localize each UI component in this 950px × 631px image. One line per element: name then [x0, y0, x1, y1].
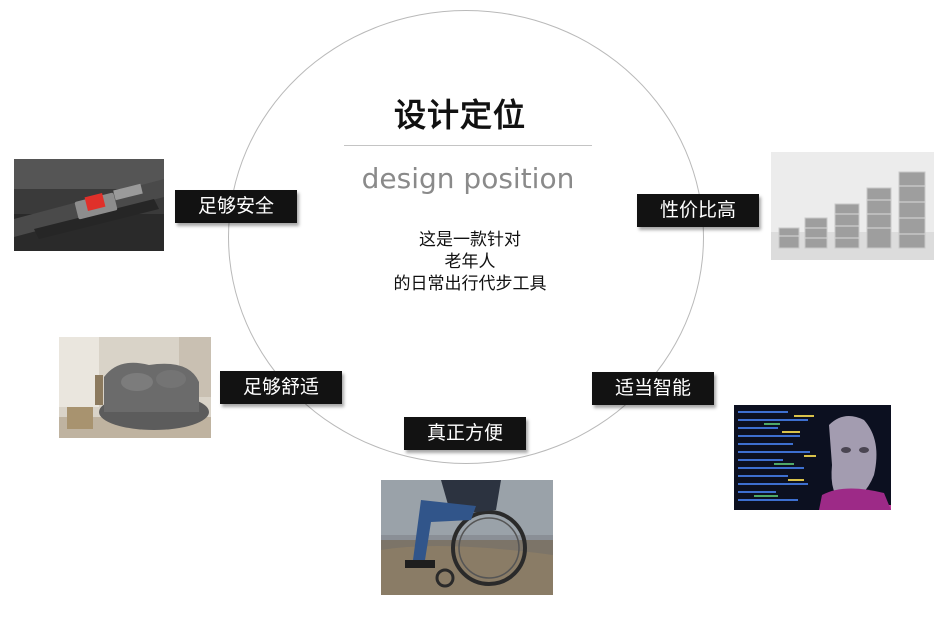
feature-tag-comfort: 足够舒适	[220, 371, 342, 404]
page-title: 设计定位	[393, 96, 526, 134]
description-line: 的日常出行代步工具	[393, 274, 547, 294]
feature-tag-convenience: 真正方便	[404, 417, 526, 450]
center-circle	[228, 10, 704, 464]
feature-tag-value: 性价比高	[637, 194, 759, 227]
feature-tag-safety: 足够安全	[175, 190, 297, 223]
description-line: 这是一款针对	[419, 230, 521, 250]
coin-stacks-photo	[771, 152, 934, 260]
description-line: 老年人	[444, 252, 496, 272]
seatbelt-photo	[14, 159, 164, 251]
armchair-photo	[59, 337, 211, 438]
feature-tag-smart: 适当智能	[592, 372, 714, 405]
subtitle: design position	[361, 162, 575, 195]
wheelchair-photo	[381, 480, 553, 595]
title-divider	[344, 145, 592, 146]
description: 这是一款针对 老年人 的日常出行代步工具	[340, 229, 600, 295]
ai-face-photo	[734, 405, 891, 510]
